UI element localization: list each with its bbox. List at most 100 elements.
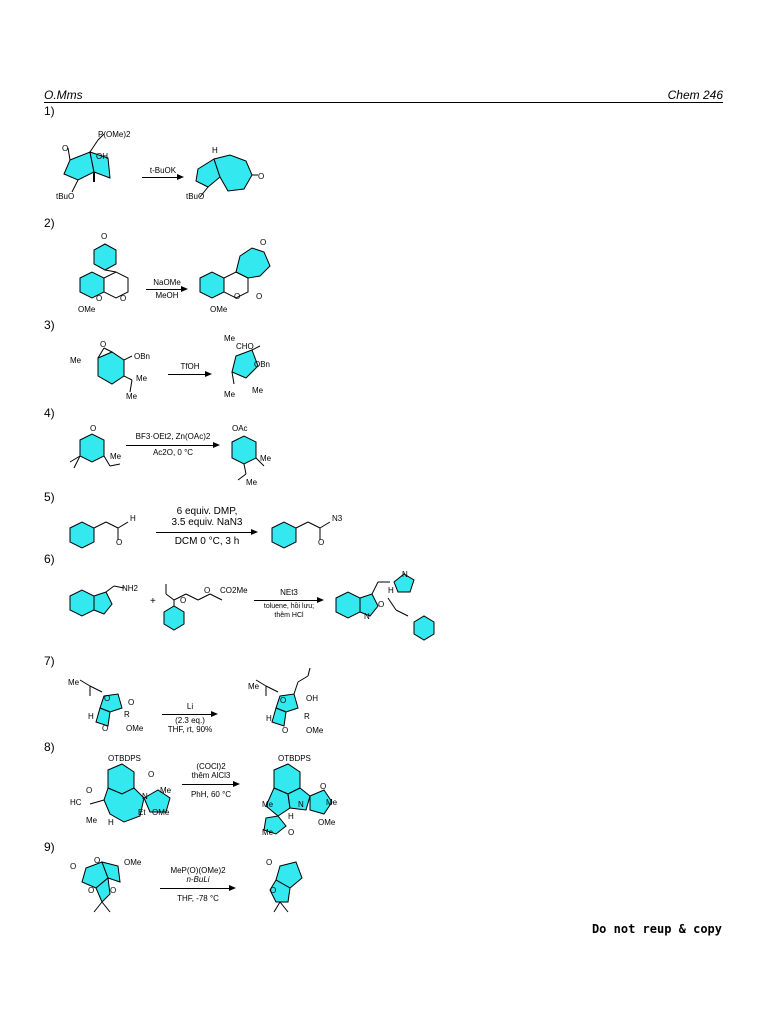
atom-label: O — [320, 782, 327, 791]
reagent-label: NaOMe — [153, 278, 181, 287]
solvent-label: THF, rt, 90% — [167, 725, 213, 734]
solvent-label: PhH, 60 °C — [190, 790, 232, 799]
reaction-number: 1) — [44, 104, 55, 118]
atom-label: OMe — [126, 724, 144, 733]
atom-label: O — [288, 828, 295, 837]
atom-label: OBn — [254, 360, 271, 369]
atom-label: O — [62, 144, 69, 153]
reaction-arrow: Li (2.3 eq.) THF, rt, 90% — [162, 702, 218, 736]
reactant-molecule — [69, 521, 129, 549]
atom-label: H — [212, 146, 218, 155]
atom-label: O — [148, 770, 155, 779]
atom-label: H — [288, 812, 294, 821]
atom-label: H — [108, 818, 114, 827]
atom-label: O — [101, 232, 108, 241]
atom-label: H — [388, 586, 394, 595]
atom-label: O — [120, 294, 127, 303]
reagent-label: 3.5 equiv. NaN3 — [171, 517, 243, 528]
atom-label: Me — [248, 682, 260, 691]
author-label: O.Mms — [44, 88, 83, 102]
reaction-arrow: NaOMe MeOH — [146, 278, 188, 304]
reaction-number: 5) — [44, 490, 55, 504]
product-molecule — [199, 247, 271, 299]
atom-label: OTBDPS — [278, 754, 311, 763]
atom-label: OH — [306, 694, 318, 703]
atom-label: O — [280, 696, 287, 705]
reaction-number: 7) — [44, 654, 55, 668]
atom-label: O — [258, 172, 265, 181]
atom-label: OMe — [306, 726, 324, 735]
product-molecule — [269, 861, 303, 913]
atom-label: O — [266, 858, 273, 867]
reactant-molecule — [69, 433, 121, 469]
atom-label: O — [86, 786, 93, 795]
reagent-label: TfOH — [180, 362, 200, 371]
atom-label: OAc — [232, 424, 248, 433]
solvent-label: DCM 0 °C, 3 h — [174, 536, 240, 547]
solvent-label: thêm HCl — [274, 612, 304, 619]
reactant-molecule — [63, 133, 111, 193]
reagent-label: (COCl)2 — [196, 762, 226, 771]
atom-label: Et — [138, 808, 146, 817]
atom-label: OMe — [78, 305, 96, 314]
atom-label: O — [90, 424, 97, 433]
atom-label: Me — [262, 828, 274, 837]
atom-label: OH — [96, 152, 108, 161]
reactant-molecule — [97, 347, 133, 393]
atom-label: OMe — [210, 305, 228, 314]
atom-label: O — [94, 856, 101, 865]
atom-label: H — [266, 714, 272, 723]
reaction-arrow: t-BuOK — [142, 164, 184, 184]
solvent-label: Ac2O, 0 °C — [152, 448, 194, 457]
atom-label: O — [128, 698, 135, 707]
reactant-molecule — [79, 243, 129, 299]
course-label: Chem 246 — [667, 88, 723, 102]
reagent-amount: (2.3 eq.) — [175, 716, 205, 725]
atom-label: Me — [136, 374, 148, 383]
atom-label: N — [298, 800, 304, 809]
reactant-molecule — [163, 584, 223, 631]
reagent-label: Li — [186, 702, 194, 711]
atom-label: OMe — [152, 808, 170, 817]
atom-label: tBuO — [56, 192, 75, 201]
reaction-arrow: (COCl)2 thêm AlCl3 PhH, 60 °C — [182, 762, 240, 802]
atom-label: Me — [224, 334, 236, 343]
reactant-molecule — [81, 861, 121, 913]
product-molecule — [231, 345, 261, 385]
atom-label: O — [282, 726, 289, 735]
reaction-number: 4) — [44, 406, 55, 420]
reaction-number: 6) — [44, 552, 55, 566]
product-molecule — [271, 521, 331, 549]
atom-label: O — [104, 694, 111, 703]
atom-label: O — [234, 292, 241, 301]
atom-label: OBn — [134, 352, 151, 361]
atom-label: tBuO — [186, 192, 205, 201]
atom-label: Me — [110, 452, 122, 461]
product-molecule — [335, 573, 435, 641]
atom-label: Me — [160, 786, 172, 795]
atom-label: R — [304, 712, 310, 721]
atom-label: O — [70, 862, 77, 871]
atom-label: N3 — [332, 514, 343, 523]
reactant-molecule — [69, 585, 125, 617]
reaction-number: 8) — [44, 740, 55, 754]
atom-label: N — [142, 792, 148, 801]
atom-label: HC — [70, 798, 82, 807]
reagent-label: MeP(O)(OMe)2 — [170, 866, 226, 875]
atom-label: O — [256, 292, 263, 301]
atom-label: O — [204, 586, 211, 595]
atom-label: Me — [326, 798, 338, 807]
atom-label: O — [100, 340, 107, 349]
product-molecule — [195, 154, 258, 198]
atom-label: Me — [252, 386, 264, 395]
reaction-arrow: MeP(O)(OMe)2 n-BuLi THF, -78 °C — [160, 866, 236, 906]
reagent-label: thêm AlCl3 — [191, 771, 231, 780]
atom-label: O — [378, 600, 385, 609]
atom-label: Me — [224, 390, 236, 399]
atom-label: N — [402, 570, 408, 579]
reaction-number: 2) — [44, 216, 55, 230]
atom-label: O — [270, 886, 277, 895]
reaction-arrow: 6 equiv. DMP, 3.5 equiv. NaN3 DCM 0 °C, … — [156, 506, 258, 552]
plus-sign: + — [150, 596, 156, 607]
atom-label: O — [88, 886, 95, 895]
